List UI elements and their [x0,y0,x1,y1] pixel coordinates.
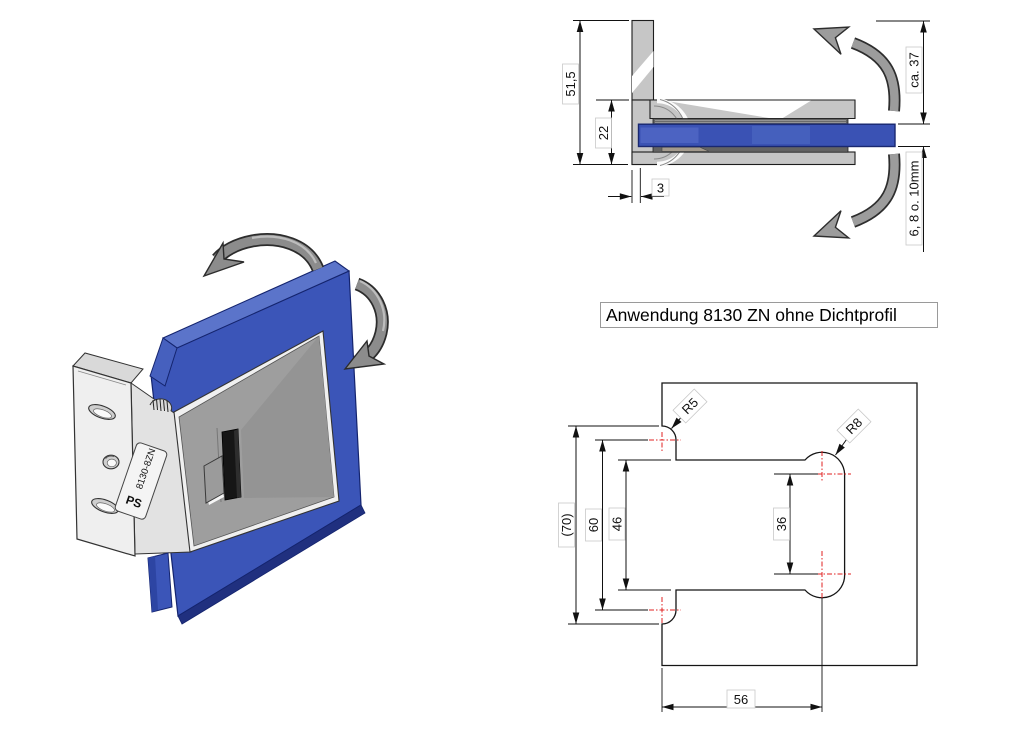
radius-label-r8: R8 [835,408,872,456]
rotation-arrow-down-icon [812,153,901,239]
screw-slot-top [88,404,116,420]
pivot-serration [149,398,173,413]
svg-text:46: 46 [610,517,625,531]
dim-60: 60 [585,439,648,611]
dim-22: 22 [595,99,629,165]
gasket-top [652,118,849,125]
svg-text:6, 8 o. 10mm: 6, 8 o. 10mm [907,161,922,237]
rotation-arrow-up-icon [812,26,901,112]
damper-arm [203,455,225,504]
svg-text:(70): (70) [559,513,574,536]
radius-label-r5: R5 [671,388,708,429]
dim-46: 46 [608,459,671,591]
svg-text:ca. 37: ca. 37 [907,52,922,87]
damper-window-shade [234,429,241,498]
dim-glass-thickness: 6, 8 o. 10mm [898,146,930,252]
clamp-plate-shade [241,336,334,498]
glass-bottom-edge-face [177,504,366,625]
dim-56: 56 [661,598,823,712]
clamp-top-shade-right [782,100,855,119]
brand-logo: PS [124,493,144,511]
clamp-top-outline [649,99,856,120]
glass-sheen-left [640,127,699,143]
dim-70: (70) [558,425,659,625]
rotation-arrow-right-icon [343,277,389,370]
svg-text:3: 3 [657,181,664,196]
application-title: Anwendung 8130 ZN ohne Dichtprofil [600,302,938,328]
svg-text:36: 36 [774,517,789,531]
side-section-view: 51,5 22 3 ca. 37 6, 8 o. 10mm [562,19,930,252]
svg-text:60: 60 [586,518,601,532]
dim-36: 36 [773,473,818,575]
screw-hole-center [102,454,120,470]
glass-left-end-face [149,337,178,387]
dim-3: 3 [608,168,670,203]
svg-text:56: 56 [734,692,748,707]
glass-bottom-corner-edge [148,556,158,612]
svg-text:22: 22 [596,126,611,140]
isometric-view: PS 8130-8ZN [72,233,389,625]
engraved-label: PS 8130-8ZN [114,442,168,520]
application-title-text: Anwendung 8130 ZN ohne Dichtprofil [606,305,897,325]
rotation-arrow-top-icon [202,233,325,278]
wall-plate-highlight [632,51,654,93]
glass-sheen-mid [752,126,810,144]
damper-profile [661,146,710,152]
dim-51-5: 51,5 [562,20,629,165]
wall-plate-groove [77,370,127,386]
glass-cutout-view: (70) 60 46 36 56 [558,382,918,712]
svg-text:51,5: 51,5 [563,71,578,96]
dim-ca-37: ca. 37 [876,20,930,125]
